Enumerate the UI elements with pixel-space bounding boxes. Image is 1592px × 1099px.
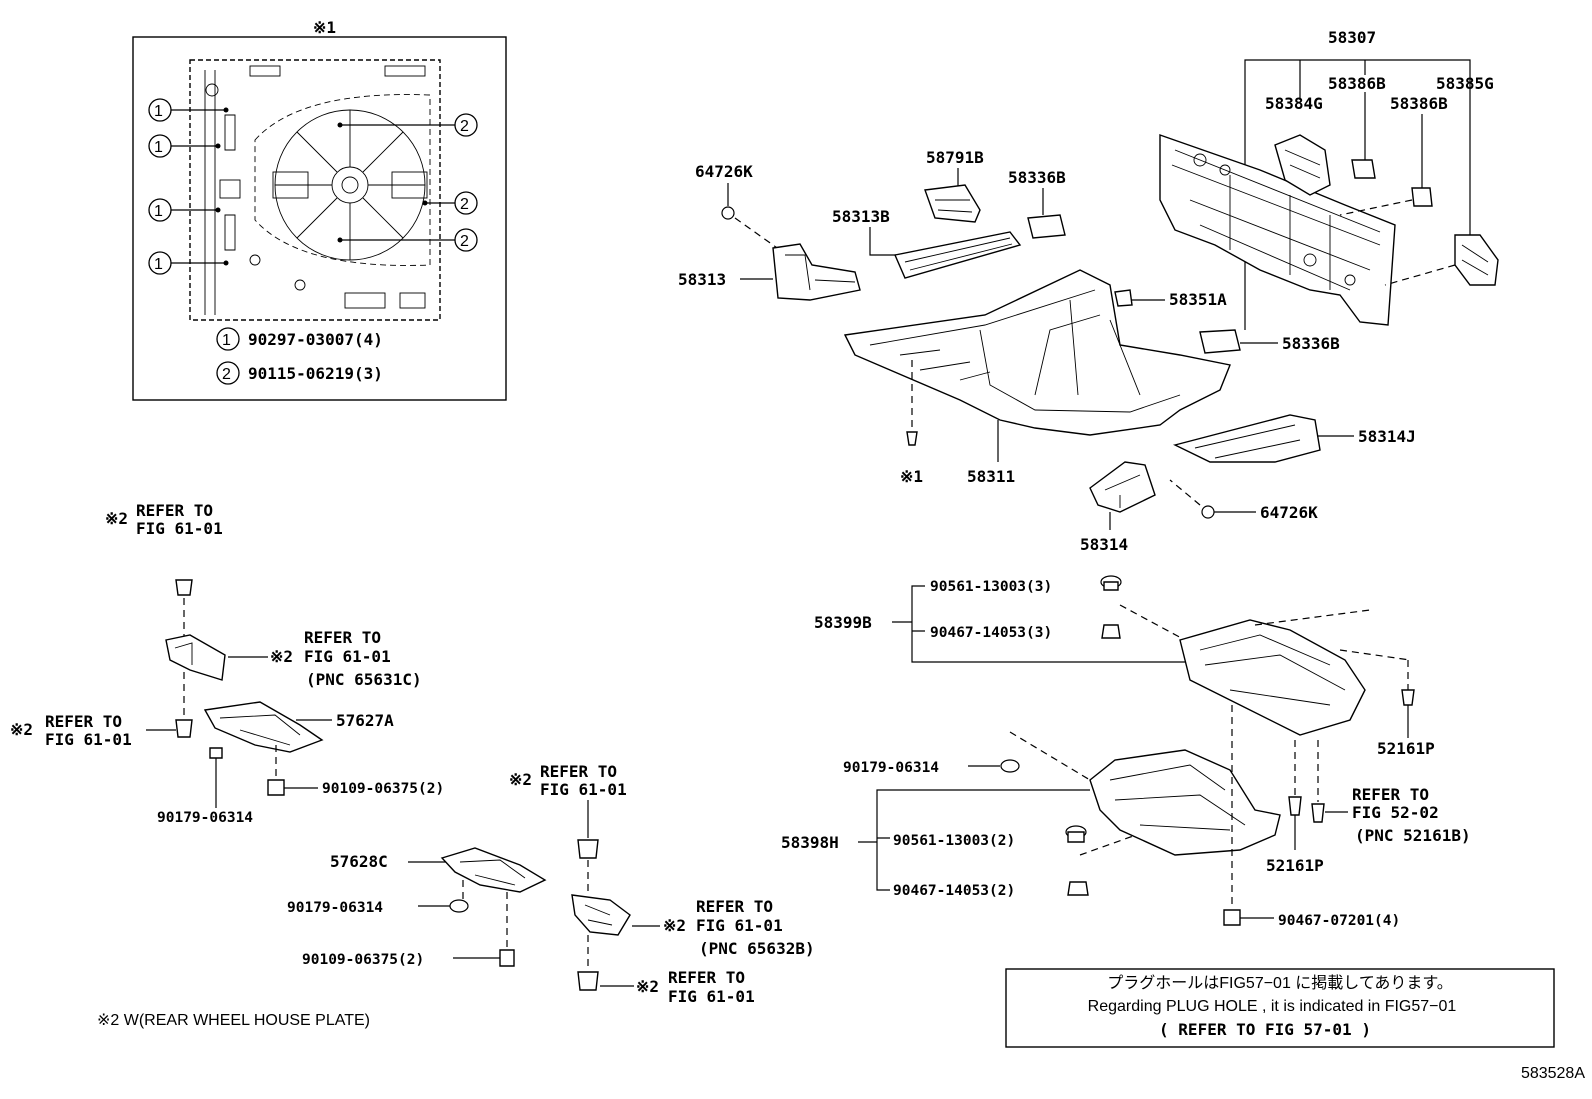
label-90561-13003-2: 90561-13003(2)	[893, 833, 1015, 849]
label-58314J: 58314J	[1358, 427, 1416, 446]
label-52161P-a: 52161P	[1377, 739, 1435, 758]
callout-1c: 1	[154, 203, 163, 220]
callout-1d: 1	[154, 256, 163, 273]
label-58307: 58307	[1328, 28, 1376, 47]
under-cover-group: 90561-13003(3) 58399B 90467-14053(3) 521…	[781, 575, 1471, 929]
label-90179-06314-left: 90179-06314	[157, 810, 253, 826]
inset-callouts-2: 2 2 2	[337, 113, 478, 252]
label-58399B: 58399B	[814, 613, 872, 632]
label-90109-06375-a: 90109-06375(2)	[322, 781, 444, 797]
callout-1b: 1	[154, 139, 163, 156]
legend-num-1: 1	[222, 332, 231, 349]
legend-num-2: 2	[222, 366, 231, 383]
label-ref2-c: ※2	[10, 720, 33, 739]
label-pnc-65632B: (PNC 65632B)	[699, 939, 815, 958]
label-58791B: 58791B	[926, 148, 984, 167]
label-58313B: 58313B	[832, 207, 890, 226]
notice-line-2: Regarding PLUG HOLE , it is indicated in…	[1088, 998, 1457, 1015]
label-refer-to-c: REFER TO	[45, 712, 122, 731]
footnote: ※2 W(REAR WHEEL HOUSE PLATE)	[97, 1012, 370, 1029]
notice-line-1: プラグホールはFIG57−01 に掲載してあります。	[1107, 974, 1453, 992]
label-pnc-65631C: (PNC 65631C)	[306, 670, 422, 689]
label-58384G: 58384G	[1265, 94, 1323, 113]
label-64726K-b: 64726K	[1260, 503, 1318, 522]
label-fig-61-01-c: FIG 61-01	[45, 730, 132, 749]
label-refer-to-5202: REFER TO	[1352, 785, 1429, 804]
figure-code: 583528A	[1521, 1065, 1585, 1082]
label-ref2-d: ※2	[509, 770, 532, 789]
callout-2c: 2	[460, 233, 469, 250]
legend-text-2: 90115-06219(3)	[248, 364, 383, 383]
label-fig-61-01-e: FIG 61-01	[696, 916, 783, 935]
label-90179-06314-right: 90179-06314	[843, 760, 939, 776]
label-ref2-b: ※2	[270, 647, 293, 666]
label-90467-07201-4: 90467-07201(4)	[1278, 913, 1400, 929]
label-58386B-a: 58386B	[1328, 74, 1386, 93]
label-58385G: 58385G	[1436, 74, 1494, 93]
label-refer-to-f: REFER TO	[668, 968, 745, 987]
label-58386B-b: 58386B	[1390, 94, 1448, 113]
label-90467-14053-2: 90467-14053(2)	[893, 883, 1015, 899]
label-fig-61-01-d: FIG 61-01	[540, 780, 627, 799]
inset-floor-pan	[189, 59, 441, 321]
label-fig-61-01-a: FIG 61-01	[136, 519, 223, 538]
label-ref2-e: ※2	[663, 916, 686, 935]
label-pnc-52161B: (PNC 52161B)	[1355, 826, 1471, 845]
label-58314: 58314	[1080, 535, 1128, 554]
callout-1a: 1	[154, 103, 163, 120]
label-refer-to-e: REFER TO	[696, 897, 773, 916]
label-58313: 58313	[678, 270, 726, 289]
part-58311-shape	[843, 269, 1231, 436]
inset-legend: 1 90297-03007(4) 2 90115-06219(3)	[216, 327, 383, 385]
label-64726K-a: 64726K	[695, 162, 753, 181]
callout-2a: 2	[460, 118, 469, 135]
inset-marker: ※1	[313, 18, 336, 37]
notice-frame	[1005, 968, 1555, 1048]
label-58351A: 58351A	[1169, 290, 1227, 309]
label-ref1: ※1	[900, 467, 923, 486]
inset-frame	[132, 36, 507, 401]
label-58311: 58311	[967, 467, 1015, 486]
label-58336B-a: 58336B	[1008, 168, 1066, 187]
floor-pan-group: 64726K 58791B 58336B 58313B 58313 58351A…	[678, 148, 1416, 554]
callout-2b: 2	[460, 196, 469, 213]
label-ref2-f: ※2	[636, 977, 659, 996]
label-58336B-b: 58336B	[1282, 334, 1340, 353]
label-fig-61-01-f: FIG 61-01	[668, 987, 755, 1006]
label-90179-06314-mid: 90179-06314	[287, 900, 383, 916]
notice-line-3: ( REFER TO FIG 57-01 )	[1159, 1020, 1371, 1039]
label-refer-to-d: REFER TO	[540, 762, 617, 781]
label-refer-to-b: REFER TO	[304, 628, 381, 647]
rear-panel-group: 58307 58386B 58385G 58384G 58386B	[1159, 28, 1499, 330]
label-fig-52-02: FIG 52-02	[1352, 803, 1439, 822]
label-90561-13003-3: 90561-13003(3)	[930, 579, 1052, 595]
label-ref2-a: ※2	[105, 509, 128, 528]
inset-callouts-1: 1 1 1 1	[148, 98, 229, 275]
label-refer-to-a: REFER TO	[136, 501, 213, 520]
label-52161P-b: 52161P	[1266, 856, 1324, 875]
legend-text-1: 90297-03007(4)	[248, 330, 383, 349]
part-58399B-shape	[1179, 619, 1366, 736]
label-90467-14053-3: 90467-14053(3)	[930, 625, 1052, 641]
notice-box: プラグホールはFIG57−01 に掲載してあります。 Regarding PLU…	[1005, 968, 1555, 1048]
wheel-house-center-group: ※2 REFER TO FIG 61-01 57628C 90179-06314…	[287, 762, 815, 1006]
label-57628C: 57628C	[330, 852, 388, 871]
inset-detail: ※1 1 1	[132, 18, 507, 401]
label-57627A: 57627A	[336, 711, 394, 730]
label-fig-61-01-b: FIG 61-01	[304, 647, 391, 666]
wheel-house-left-group: ※2 REFER TO FIG 61-01 REFER TO ※2 FIG 61…	[10, 501, 444, 826]
label-90109-06375-b: 90109-06375(2)	[302, 952, 424, 968]
label-58398H: 58398H	[781, 833, 839, 852]
